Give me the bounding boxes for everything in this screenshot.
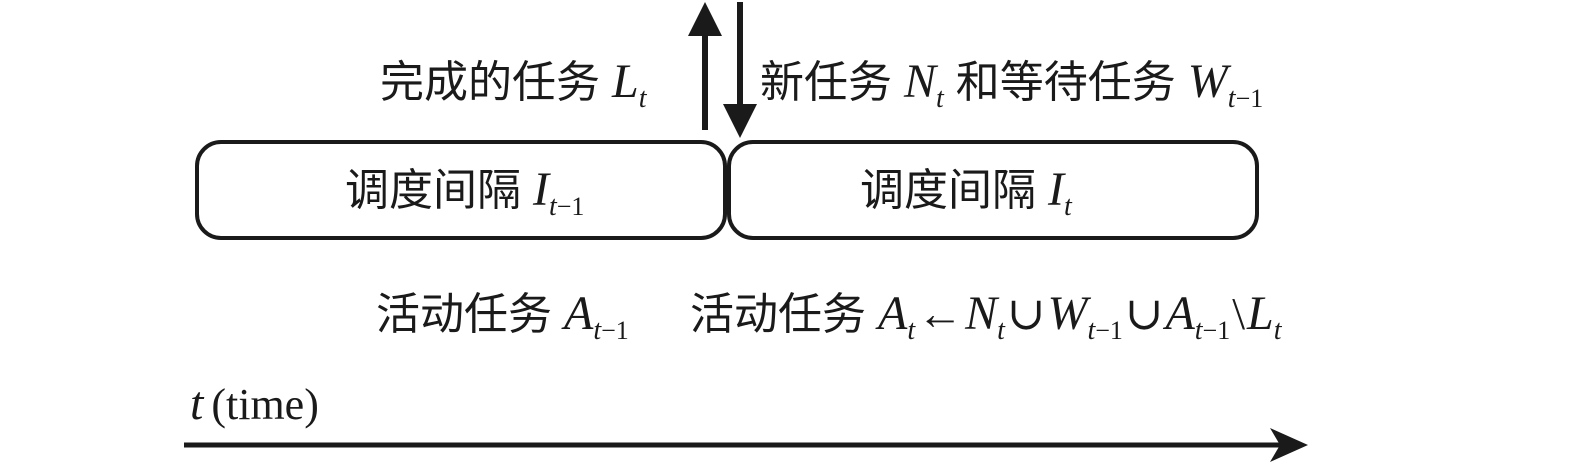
a2-sub-rest: −1: [1202, 316, 1231, 345]
active-sub: t: [907, 315, 916, 346]
union-symbol-2: ∪: [1124, 288, 1164, 339]
interval-current-text: 调度间隔: [860, 165, 1036, 216]
interval-box-previous: [195, 140, 727, 240]
active-prev-text: 活动任务: [376, 289, 552, 340]
time-var: t: [190, 377, 204, 430]
n-var: N: [965, 287, 998, 340]
l-sub: t: [1273, 315, 1282, 346]
time-axis-label: t(time): [190, 380, 319, 428]
time-axis-arrow: [184, 428, 1308, 462]
l-var: L: [1247, 287, 1274, 340]
active-var: A: [878, 287, 908, 340]
new-sub: t: [936, 83, 944, 114]
active-prev-sub-rest: −1: [601, 316, 629, 345]
interval-previous-sub-t: t: [548, 191, 557, 222]
and-waiting-text: 和等待任务: [955, 57, 1176, 108]
new-var: N: [904, 55, 937, 108]
setminus-symbol: \: [1232, 288, 1245, 339]
w-sub-t: t: [1087, 315, 1096, 346]
w-sub-rest: −1: [1095, 316, 1123, 345]
new-tasks-text: 新任务: [760, 57, 892, 108]
interval-previous-var: I: [533, 163, 549, 216]
active-text: 活动任务: [690, 289, 866, 340]
w-var: W: [1047, 287, 1088, 340]
union-symbol-1: ∪: [1006, 288, 1046, 339]
time-text: (time): [211, 380, 319, 429]
active-prev-var: A: [564, 287, 594, 340]
completed-sub: t: [638, 83, 647, 114]
new-tasks-down-arrow: [723, 2, 757, 138]
interval-previous-text: 调度间隔: [345, 165, 521, 216]
n-sub: t: [997, 315, 1005, 346]
wait-sub-rest: −1: [1235, 84, 1264, 113]
assign-arrow-symbol: ←: [917, 288, 964, 339]
wait-sub-t: t: [1227, 83, 1236, 114]
wait-var: W: [1187, 55, 1228, 108]
completed-tasks-up-arrow: [688, 2, 722, 130]
interval-box-current: [727, 140, 1259, 240]
a2-sub-t: t: [1194, 315, 1203, 346]
active-prev-sub-t: t: [593, 315, 602, 346]
completed-tasks-text: 完成的任务: [380, 57, 600, 108]
interval-current-sub: t: [1063, 191, 1072, 222]
a2-var: A: [1165, 287, 1195, 340]
interval-previous-sub-rest: −1: [556, 192, 585, 221]
completed-var: L: [612, 55, 639, 108]
interval-current-var: I: [1048, 163, 1064, 216]
